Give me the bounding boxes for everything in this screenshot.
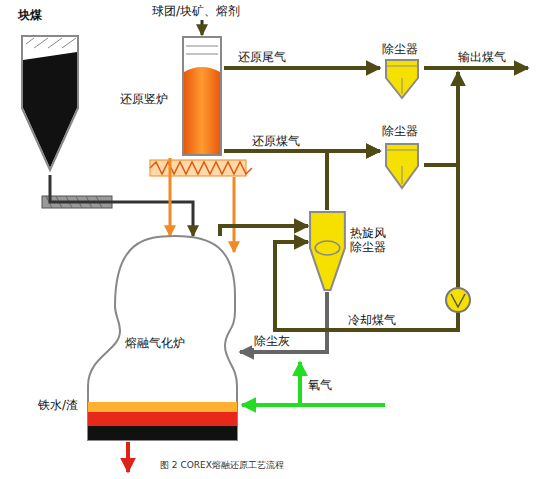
- dust-collector: 除尘器: [380, 124, 424, 192]
- stream-label: 氧气: [306, 378, 334, 392]
- flow-connector: [224, 66, 380, 70]
- flow-label: 还原尾气: [236, 50, 288, 64]
- flow-connector: [169, 158, 172, 236]
- node-label: 块煤: [18, 8, 42, 22]
- flow-label: 除尘灰: [252, 334, 292, 348]
- shaft-furnace: 还原竖炉: [120, 34, 224, 158]
- flow-connector: [50, 175, 193, 236]
- node-label: 还原竖炉: [120, 92, 168, 106]
- node-label: 除尘器: [382, 124, 418, 138]
- flow-connector: [275, 165, 458, 330]
- dust-collector: 除尘器: [380, 42, 424, 100]
- flow-connector: [327, 151, 380, 210]
- flow-connector: [240, 292, 327, 352]
- flow-label: 还原煤气: [250, 134, 302, 148]
- node-label: 熔融气化炉: [125, 336, 185, 350]
- figure-caption: 图 2 COREX熔融还原工艺流程: [158, 460, 286, 471]
- flow-label: 冷却煤气: [346, 313, 398, 327]
- stream-label: 铁水/渣: [36, 398, 80, 412]
- node-label: 热旋风除尘器: [350, 226, 390, 255]
- melter-gasifier: 熔融气化炉: [85, 236, 240, 442]
- stream-label: 球团/块矿、熔剂: [150, 4, 242, 18]
- coal-bin-shape: [14, 8, 84, 175]
- node-label: 除尘器: [382, 42, 418, 56]
- hot-cyclone: 热旋风除尘器: [308, 210, 392, 292]
- flow-connector: [220, 226, 308, 236]
- stream-label: 输出煤气: [456, 50, 508, 64]
- coal-bin: 块煤: [14, 8, 84, 175]
